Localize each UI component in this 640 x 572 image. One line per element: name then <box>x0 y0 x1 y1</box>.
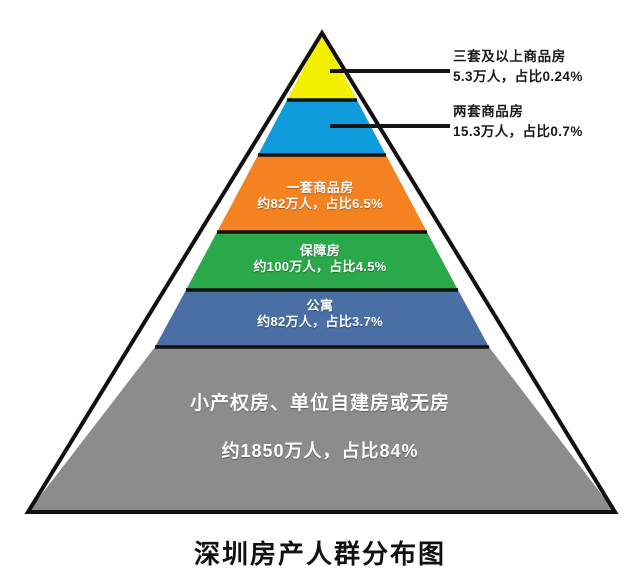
callout-title: 三套及以上商品房 <box>453 49 566 64</box>
pyramid-tier-apartment <box>155 290 489 347</box>
callout-detail: 5.3万人，占比0.24% <box>453 68 583 84</box>
pyramid-tier-one <box>217 155 427 232</box>
pyramid-tier-base <box>28 347 615 512</box>
chart-title: 深圳房产人群分布图 <box>193 539 446 569</box>
callout-three-or-more-units: 三套及以上商品房 5.3万人，占比0.24% <box>453 47 583 86</box>
callout-title: 两套商品房 <box>453 104 524 119</box>
callout-two-units: 两套商品房 15.3万人，占比0.7% <box>453 102 583 141</box>
pyramid-tier-affordable <box>186 232 458 290</box>
pyramid-tier-apex <box>287 33 357 100</box>
pyramid-tier-two <box>258 100 386 155</box>
callout-detail: 15.3万人，占比0.7% <box>453 123 583 139</box>
pyramid-outline <box>24 29 619 514</box>
